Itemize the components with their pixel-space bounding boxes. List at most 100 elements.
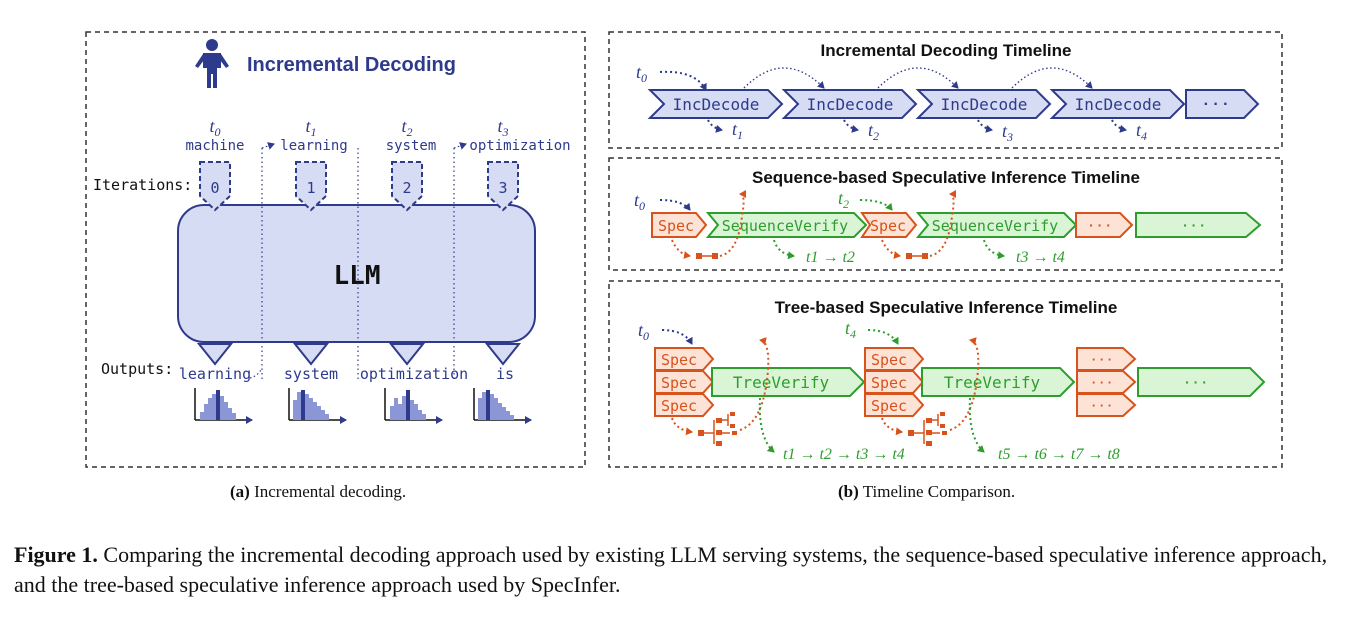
spec-label: Spec bbox=[870, 217, 906, 235]
tree-verify-block-1: TreeVerify bbox=[711, 367, 866, 397]
iteration-number: 2 bbox=[402, 179, 411, 197]
output-time-label: t3 bbox=[1002, 121, 1013, 144]
incdecode-label: IncDecode bbox=[673, 95, 760, 114]
spec-output-arrow bbox=[881, 417, 903, 436]
verify-ellipsis-block: · · · bbox=[1135, 212, 1262, 238]
spec-output-arrow bbox=[671, 417, 693, 436]
panel-a-border bbox=[85, 31, 586, 468]
iterations-label: Iterations: bbox=[93, 176, 192, 194]
ellipsis-label: · · · bbox=[1092, 375, 1112, 390]
iteration-marker bbox=[295, 161, 327, 212]
spec-ellipsis-stack: · · · · · · · · · bbox=[1076, 347, 1137, 417]
input-arrow bbox=[867, 329, 899, 345]
figure-caption: Figure 1. Comparing the incremental deco… bbox=[14, 540, 1364, 600]
feedback-arrow bbox=[453, 142, 467, 150]
step-input-token: system bbox=[386, 138, 437, 154]
ellipsis-label: · · · bbox=[1089, 217, 1111, 233]
output-time-label: t2 bbox=[868, 120, 879, 143]
output-marker bbox=[292, 343, 330, 366]
token-sequence-icon bbox=[906, 253, 928, 259]
step-time-label: t3 bbox=[497, 116, 508, 139]
step-time-label: t0 bbox=[209, 116, 220, 139]
verify-label: SequenceVerify bbox=[932, 217, 1058, 235]
feedback-arrow bbox=[261, 142, 275, 150]
tree-timeline-title: Tree-based Speculative Inference Timelin… bbox=[775, 298, 1118, 317]
spec-label: Spec bbox=[661, 374, 697, 392]
spec-block-2: Spec bbox=[860, 212, 918, 238]
step-output-token: is bbox=[496, 365, 514, 383]
panel-a-title: Incremental Decoding bbox=[247, 54, 456, 76]
iteration-number: 1 bbox=[306, 179, 315, 197]
spec-label: Spec bbox=[871, 397, 907, 415]
spec-ellipsis-block: · · · bbox=[1075, 212, 1134, 238]
spec-stack-1: Spec Spec Spec bbox=[654, 347, 715, 417]
ellipsis-label: · · · bbox=[1183, 217, 1205, 233]
spec-label: Spec bbox=[661, 397, 697, 415]
input-arrow bbox=[661, 329, 693, 345]
token-tree-icon bbox=[698, 412, 737, 446]
spec-label: Spec bbox=[871, 374, 907, 392]
incdecode-label: IncDecode bbox=[941, 95, 1028, 114]
ellipsis-label: · · · bbox=[1204, 96, 1229, 113]
token-tree-icon bbox=[908, 412, 947, 446]
step-output-token: optimization bbox=[360, 365, 468, 383]
spec-output-arrow bbox=[671, 239, 691, 259]
feedback-arc bbox=[877, 67, 959, 89]
figure-caption-text: Comparing the incremental decoding appro… bbox=[14, 542, 1328, 597]
verify-output-arrow bbox=[968, 397, 985, 453]
output-distribution-icon bbox=[384, 388, 443, 424]
verify-output-label: t1 → t2 → t3 → t4 bbox=[783, 446, 905, 463]
sequence-timeline-border bbox=[608, 157, 1283, 271]
output-distribution-icon bbox=[288, 388, 347, 424]
tree-timeline-border bbox=[608, 280, 1283, 468]
incremental-timeline-border bbox=[608, 31, 1283, 149]
step-output-token: system bbox=[284, 365, 338, 383]
panel-a-caption: (a) Incremental decoding. bbox=[230, 482, 406, 502]
tree-verify-block-2: TreeVerify bbox=[921, 367, 1076, 397]
incdecode-block-3: IncDecode bbox=[915, 89, 1052, 119]
output-arrow bbox=[707, 119, 723, 133]
step-output-token: learning bbox=[179, 365, 251, 383]
incdecode-block-1: IncDecode bbox=[647, 89, 784, 119]
verify-output-label: t3 → t4 bbox=[1016, 249, 1065, 266]
step-2: t2 system 2 optimization bbox=[360, 116, 468, 424]
start-time-label: t0 bbox=[634, 190, 645, 213]
panel-b-caption-label: (b) bbox=[838, 482, 859, 501]
step-time-label: t1 bbox=[305, 116, 316, 139]
step-time-label: t2 bbox=[401, 116, 412, 139]
person-icon bbox=[195, 39, 229, 88]
step-0: t0 machine 0 learning bbox=[179, 116, 253, 424]
iteration-marker bbox=[199, 161, 231, 212]
feedback-arrow bbox=[249, 367, 263, 379]
ellipsis-label: · · · bbox=[1092, 398, 1112, 413]
output-marker bbox=[484, 343, 522, 366]
incdecode-block-4: IncDecode bbox=[1049, 89, 1186, 119]
verify-ellipsis-block: · · · bbox=[1137, 367, 1266, 397]
verify-output-label: t1 → t2 bbox=[806, 249, 855, 266]
verify-label: SequenceVerify bbox=[722, 217, 848, 235]
verify-label: TreeVerify bbox=[733, 373, 830, 392]
input-arrow bbox=[659, 70, 707, 91]
output-time-label: t1 bbox=[732, 119, 743, 142]
llm-block bbox=[177, 204, 536, 343]
input-arrow bbox=[859, 199, 893, 211]
iteration-number: 3 bbox=[498, 179, 507, 197]
spec-block-1: Spec bbox=[651, 212, 708, 238]
output-distribution-icon bbox=[194, 388, 253, 424]
llm-label: LLM bbox=[334, 261, 381, 291]
sequence-timeline: Sequence-based Speculative Inference Tim… bbox=[608, 157, 1283, 271]
output-arrow bbox=[977, 119, 993, 133]
output-arrow bbox=[843, 119, 859, 133]
figure-caption-label: Figure 1. bbox=[14, 542, 98, 567]
panel-a-caption-text: Incremental decoding. bbox=[249, 482, 407, 501]
incdecode-block-2: IncDecode bbox=[781, 89, 918, 119]
output-arrow bbox=[1111, 119, 1127, 133]
feedback-arc bbox=[743, 67, 825, 89]
sequence-verify-block-2: SequenceVerify bbox=[915, 212, 1078, 238]
step-input-token: learning bbox=[280, 138, 347, 154]
output-marker bbox=[388, 343, 426, 366]
verify-label: TreeVerify bbox=[944, 373, 1041, 392]
panel-b: Incremental Decoding Timeline t0 IncDeco… bbox=[608, 31, 1283, 468]
spec-label: Spec bbox=[871, 351, 907, 369]
